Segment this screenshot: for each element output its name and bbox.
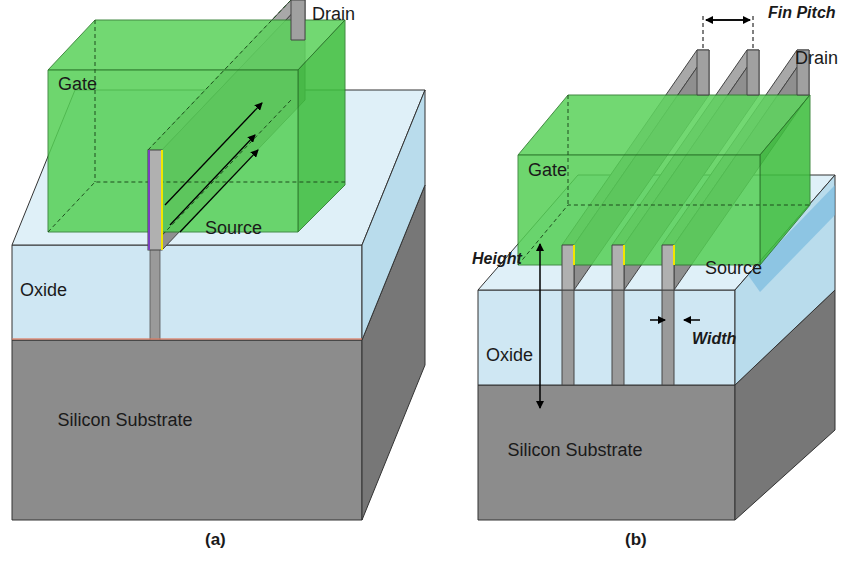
- panel-a: [12, 0, 425, 520]
- part-label: Source: [205, 218, 262, 239]
- fin: [562, 245, 574, 290]
- part-label: Silicon Substrate: [500, 440, 650, 461]
- part-label: Drain: [312, 4, 355, 25]
- fin-edge: [673, 245, 675, 265]
- fin-edge: [573, 245, 575, 265]
- panel-caption: (a): [205, 530, 226, 550]
- fin: [747, 50, 759, 95]
- fin-edge: [623, 245, 625, 265]
- fin: [662, 245, 674, 290]
- fin: [612, 290, 624, 385]
- dimension-label: Fin Pitch: [768, 4, 836, 22]
- part-label: Source: [705, 258, 762, 279]
- part-label: Drain: [795, 48, 838, 69]
- fin: [612, 245, 624, 290]
- panel-caption: (b): [625, 530, 647, 550]
- fin: [562, 290, 574, 385]
- dimension-label: Width: [692, 330, 736, 348]
- part-label: Gate: [58, 74, 97, 95]
- part-label: Oxide: [486, 345, 533, 366]
- fin: [697, 50, 709, 95]
- part-label: Gate: [528, 160, 567, 181]
- fin: [662, 290, 674, 385]
- dimension-label: Height: [472, 250, 522, 268]
- panel-b: [478, 14, 835, 520]
- part-label: Silicon Substrate: [50, 410, 200, 431]
- part-label: Oxide: [20, 280, 67, 301]
